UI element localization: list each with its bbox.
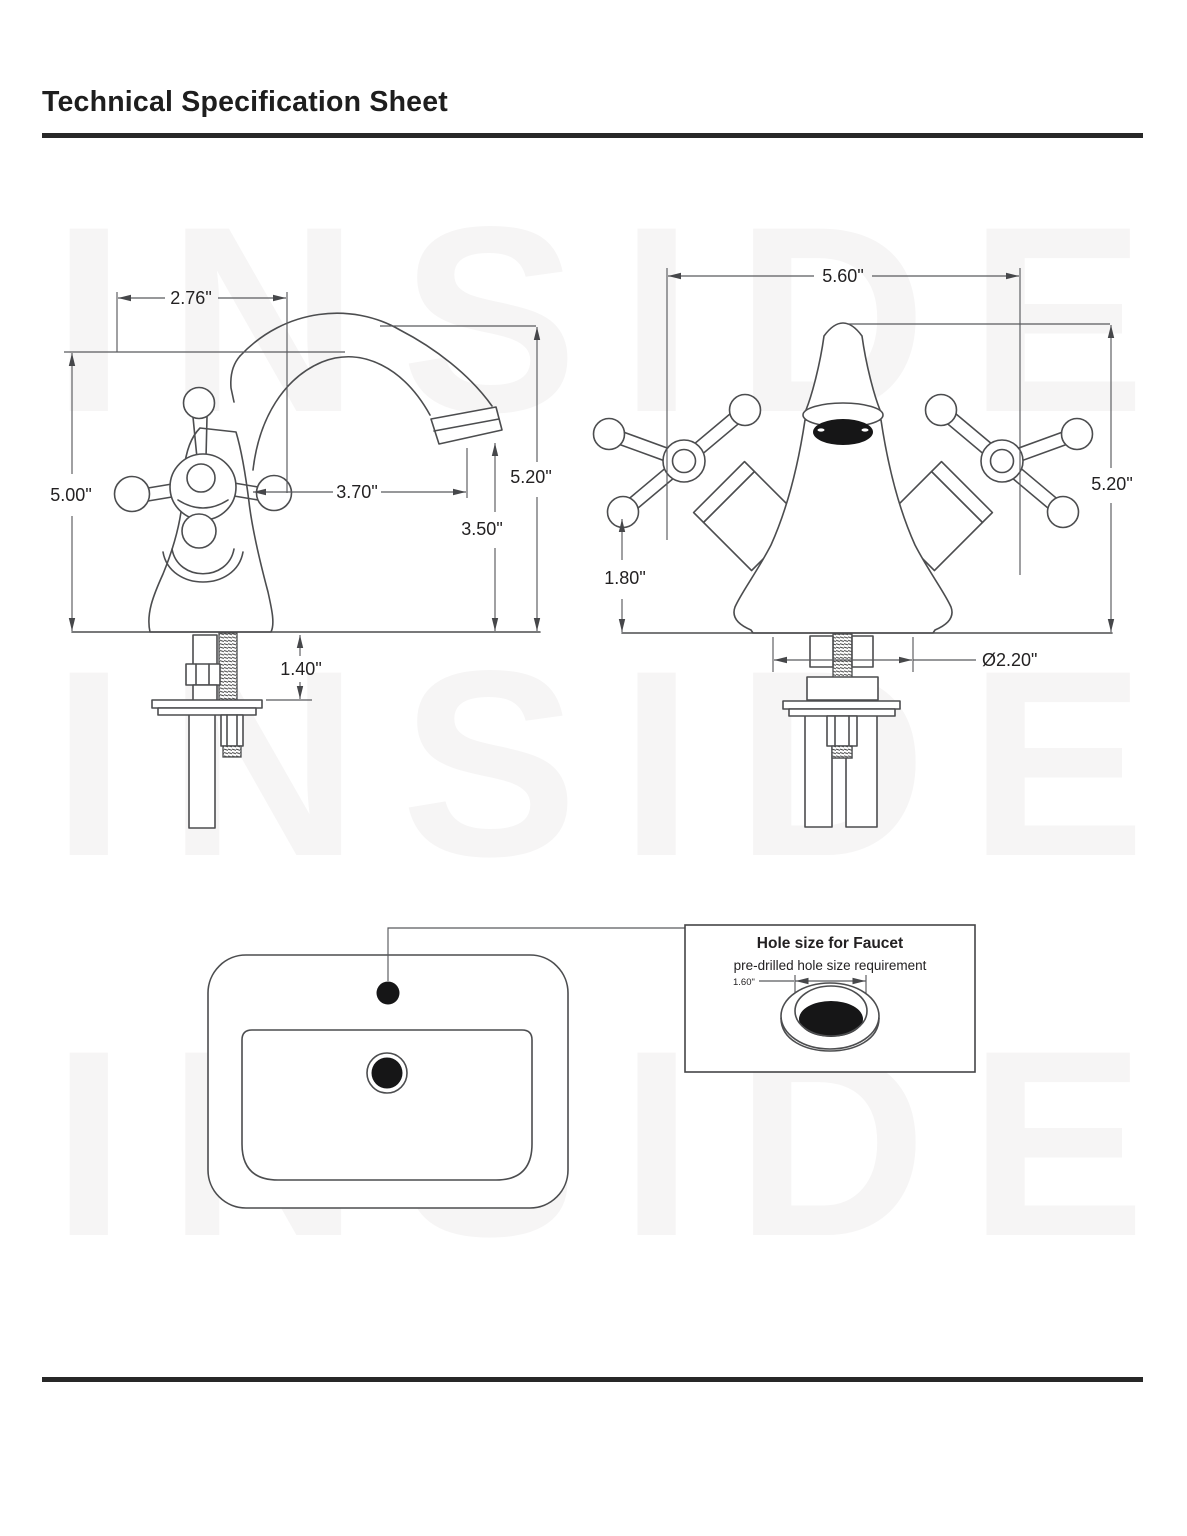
sink-drain-hole bbox=[371, 1057, 403, 1089]
side-view-drawing: 2.76" 5.00" 3.70" 3.50" 5.20" bbox=[50, 288, 552, 829]
dim-side-spout-reach: 3.70" bbox=[336, 482, 377, 502]
header-divider bbox=[42, 133, 1143, 138]
side-view-dimensions: 2.76" 5.00" 3.70" 3.50" 5.20" bbox=[50, 288, 552, 701]
dim-detail-hole-diameter: 1.60" bbox=[733, 977, 755, 988]
front-view-shank bbox=[782, 633, 901, 828]
detail-ring-drawing bbox=[780, 982, 880, 1052]
dim-side-deck-range: 1.40" bbox=[280, 659, 321, 679]
front-view-dimensions: 5.60" 5.20" 1.80" Ø2.20" bbox=[604, 266, 1133, 672]
page-title: Technical Specification Sheet bbox=[42, 86, 448, 118]
detail-box-title: Hole size for Faucet bbox=[757, 935, 903, 952]
front-view-drawing: 5.60" 5.20" 1.80" Ø2.20" bbox=[592, 266, 1133, 828]
dim-front-base-diameter: Ø2.20" bbox=[982, 650, 1037, 670]
dim-front-handle-height: 1.80" bbox=[604, 568, 645, 588]
dim-side-spout-height: 5.20" bbox=[510, 467, 551, 487]
footer-divider bbox=[42, 1377, 1143, 1382]
front-view-spout bbox=[802, 322, 884, 445]
detail-box-subtitle: pre-drilled hole size requirement bbox=[734, 958, 927, 973]
side-view-shank bbox=[151, 632, 263, 829]
detail-leader-line bbox=[387, 927, 685, 981]
dim-side-aerator-height: 3.50" bbox=[461, 519, 502, 539]
dim-side-top-width: 2.76" bbox=[170, 288, 211, 308]
side-view-spout bbox=[230, 312, 503, 471]
front-view-aerator-opening bbox=[813, 419, 873, 445]
side-view-handle bbox=[113, 386, 293, 549]
dim-side-overall-height: 5.00" bbox=[50, 485, 91, 505]
dim-front-overall-height: 5.20" bbox=[1091, 474, 1132, 494]
sink-basin-outline bbox=[241, 1029, 533, 1181]
dim-front-overall-width: 5.60" bbox=[822, 266, 863, 286]
hole-size-detail-box: Hole size for Faucet pre-drilled hole si… bbox=[684, 924, 976, 1073]
sink-top-view bbox=[207, 927, 685, 1209]
sink-faucet-hole bbox=[376, 981, 400, 1005]
